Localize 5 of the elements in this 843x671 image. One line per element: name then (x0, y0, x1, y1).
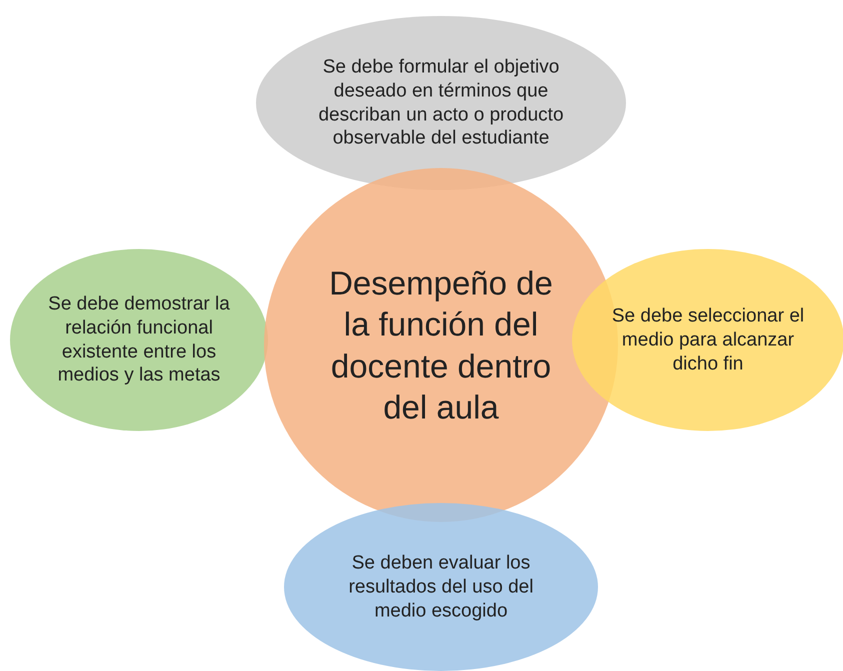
bubble-text: Se debe seleccionar el medio para alcanzar dicho fin (610, 304, 806, 376)
central-title: Desempeño de la función del docente dentro del aula (328, 264, 554, 428)
bubble-text: Se deben evaluar los resultados del uso del medio escogido (348, 551, 534, 623)
bubble-text: Se debe formular el objetivo deseado en términos que describan un acto o producto observable del estudiante (317, 56, 565, 150)
bubble-text: Se debe demostrar la relación funcional existente entre los medios y las metas (47, 292, 231, 388)
